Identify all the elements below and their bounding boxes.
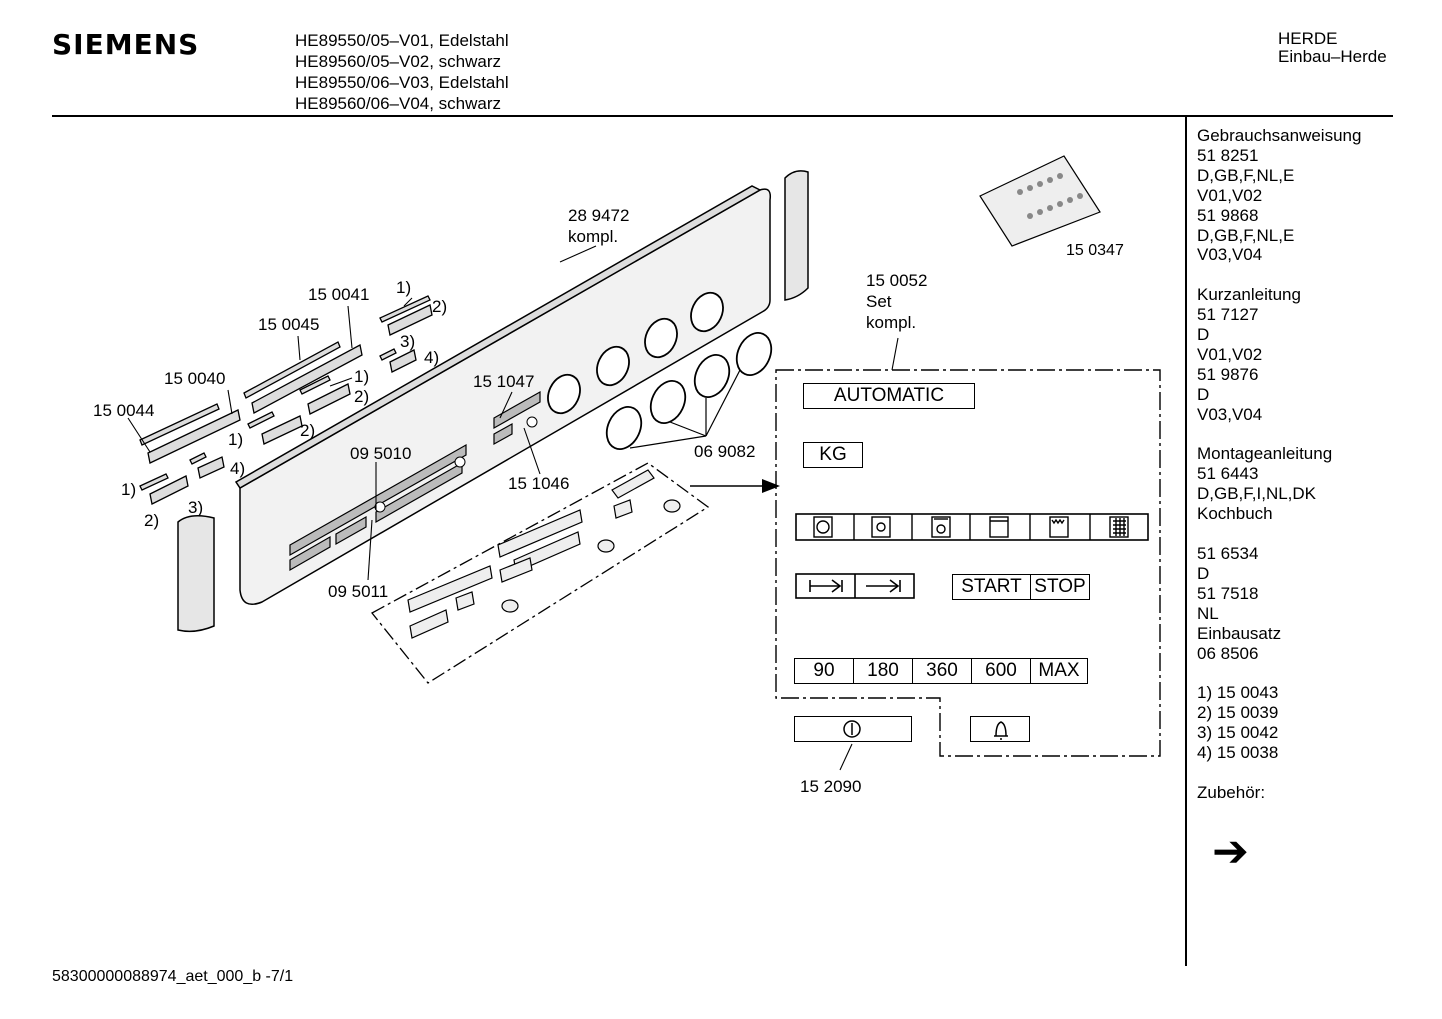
part-label: 09 5011 [328, 582, 389, 601]
screw-bag [979, 155, 1101, 247]
sidebar-line: 51 6443 [1197, 464, 1259, 484]
part-label: 15 0052 [866, 271, 928, 290]
model-line: HE89560/06–V04, schwarz [295, 94, 502, 113]
note-4: 4) [424, 348, 440, 367]
sidebar-line: V03,V04 [1197, 245, 1263, 265]
part-label: 06 9082 [694, 442, 756, 461]
sidebar-line: V03,V04 [1197, 404, 1263, 424]
function-icon-row [795, 513, 1149, 541]
part-label: Set [866, 292, 892, 311]
model-list: HE89550/05–V01, Edelstahl HE89560/05–V02… [295, 30, 509, 114]
part-label: 15 0044 [93, 401, 155, 420]
sidebar-line: D [1197, 325, 1210, 345]
model-line: HE89550/05–V01, Edelstahl [295, 31, 509, 50]
time-90-button[interactable]: 90 [795, 659, 854, 683]
bell-icon [994, 721, 1008, 740]
sidebar-line: Gebrauchsanweisung [1197, 126, 1362, 145]
category-line: HERDE [1278, 29, 1338, 48]
part-label: 15 1047 [473, 372, 535, 391]
time-180-button[interactable]: 180 [854, 659, 913, 683]
note-2: 2) [354, 387, 370, 406]
note-1: 1) [121, 480, 137, 499]
time-600-button[interactable]: 600 [972, 659, 1031, 683]
note-2: 2) [300, 421, 316, 440]
sidebar-line: 06 8506 [1197, 643, 1259, 663]
right-arrow-icon: ➔ [1212, 827, 1249, 876]
sidebar-line: 51 9868 [1197, 205, 1259, 225]
part-label: 15 1046 [508, 474, 570, 493]
note-4: 4) [230, 459, 246, 478]
sidebar-line: Montageanleitung [1197, 444, 1333, 464]
sidebar-line: D,GB,F,NL,E [1197, 165, 1295, 185]
part-label: 15 2090 [800, 777, 862, 796]
sidebar-line: D,GB,F,NL,E [1197, 225, 1295, 245]
stop-button[interactable]: STOP [1034, 576, 1086, 597]
sidebar-line: 51 6534 [1197, 543, 1259, 563]
note-1: 1) [396, 278, 412, 297]
sidebar-line: NL [1197, 603, 1219, 623]
sidebar-line: 51 7518 [1197, 583, 1259, 603]
time-360-button[interactable]: 360 [913, 659, 972, 683]
knob-holes [547, 291, 724, 415]
note-2: 2) [144, 511, 160, 530]
note-3: 3) [400, 332, 416, 351]
sidebar-line: 51 7127 [1197, 305, 1259, 325]
sidebar-line: V01,V02 [1197, 344, 1263, 364]
sidebar-line: Kochbuch [1197, 504, 1273, 524]
sidebar-line: Zubehör: [1197, 782, 1266, 802]
part-label: 15 0041 [308, 285, 370, 304]
power-button[interactable] [794, 716, 912, 742]
sidebar-line: V01,V02 [1197, 185, 1263, 205]
category-line: Einbau–Herde [1278, 47, 1387, 66]
part-label: 09 5010 [350, 444, 412, 463]
model-line: HE89550/06–V03, Edelstahl [295, 73, 509, 92]
sidebar-line: 4) 15 0038 [1197, 743, 1279, 763]
part-label: 28 9472 [568, 206, 630, 225]
time-row: 90 180 360 600 MAX [794, 658, 1088, 684]
part-label: 15 0045 [258, 315, 320, 334]
part-label: 15 0347 [1066, 242, 1124, 259]
category: HERDE Einbau–Herde [1278, 30, 1387, 66]
brand-logo: SIEMENS [52, 28, 200, 61]
bell-button[interactable] [970, 716, 1030, 742]
note-2: 2) [432, 297, 448, 316]
time-max-button[interactable]: MAX [1038, 660, 1080, 681]
sidebar-line: 51 9876 [1197, 364, 1259, 384]
part-label: 15 0040 [164, 369, 226, 388]
sidebar-line: 2) 15 0039 [1197, 703, 1279, 723]
part-label: kompl. [866, 313, 917, 332]
sidebar-line: Einbausatz [1197, 623, 1282, 643]
arrow-buttons [795, 573, 915, 599]
sidebar-line: D [1197, 384, 1210, 404]
kg-button[interactable]: KG [803, 442, 863, 468]
power-icon [843, 720, 861, 738]
doc-id: 58300000088974_aet_000_b -7/1 [52, 968, 294, 985]
sidebar-line: 3) 15 0042 [1197, 723, 1279, 743]
note-1: 1) [354, 367, 370, 386]
sidebar-line: Kurzanleitung [1197, 285, 1301, 305]
note-1: 1) [228, 430, 244, 449]
sidebar-line: 1) 15 0043 [1197, 683, 1279, 703]
model-line: HE89560/05–V02, schwarz [295, 52, 502, 71]
start-stop-row: START STOP [952, 574, 1090, 600]
sidebar-line: D,GB,F,I,NL,DK [1197, 484, 1317, 504]
push-buttons [407, 469, 681, 639]
start-button[interactable]: START [953, 575, 1031, 599]
sidebar-line: D [1197, 563, 1210, 583]
note-3: 3) [188, 498, 204, 517]
control-panel-body [234, 185, 772, 605]
automatic-button[interactable]: AUTOMATIC [803, 383, 975, 409]
part-label: kompl. [568, 227, 619, 246]
sidebar-line: 51 8251 [1197, 145, 1259, 165]
